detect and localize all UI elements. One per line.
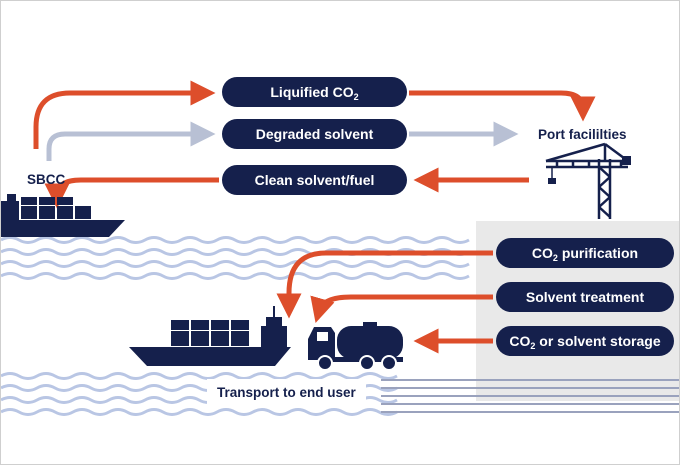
clean-solvent-pill: Clean solvent/fuel <box>222 165 407 195</box>
co2-purification-prefix: CO <box>531 245 553 261</box>
liquified-co2-arrow-out <box>409 90 596 122</box>
co2-purification-pill: CO2 purification <box>496 238 674 268</box>
liquified-co2-arrow-in <box>33 80 216 149</box>
co2-storage-prefix: CO <box>509 333 531 349</box>
crane-counterweight <box>622 156 631 165</box>
purification-to-ship-arrow <box>276 250 493 319</box>
solvent-treatment-pill: Solvent treatment <box>496 282 674 312</box>
clean-solvent-arrow-out <box>44 177 219 209</box>
sbcc-label: SBCC <box>27 172 66 187</box>
crane-hook-icon <box>548 178 556 184</box>
quay-lines <box>381 379 679 413</box>
wave-icon <box>1 408 398 416</box>
co2-storage-subscript: 2 <box>530 341 536 351</box>
co2-storage-suffix: or solvent storage <box>535 333 661 349</box>
co2-storage-pill: CO2 or solvent storage <box>496 326 674 356</box>
wave-icon <box>1 272 470 280</box>
liquified-co2-label: Liquified CO <box>270 84 354 100</box>
treatment-to-truck-arrow <box>310 294 493 324</box>
co2-purification-subscript: 2 <box>552 253 558 263</box>
solvent-treatment-label: Solvent treatment <box>525 289 645 305</box>
crane-icon <box>545 142 629 219</box>
degraded-solvent-pill: Degraded solvent <box>222 119 407 149</box>
degraded-solvent-arrow-in <box>46 121 216 161</box>
liquified-co2-pill: Liquified CO2 <box>222 77 407 107</box>
ship-icon <box>129 306 291 366</box>
wave-icon <box>1 236 470 244</box>
transport-caption: Transport to end user <box>207 379 366 406</box>
ship-icon <box>1 194 125 237</box>
co2-purification-suffix: purification <box>557 245 639 261</box>
clean-solvent-label: Clean solvent/fuel <box>254 172 375 188</box>
tanker-truck-icon <box>308 322 403 371</box>
port-facilities-label: Port facililties <box>538 127 627 142</box>
degraded-solvent-label: Degraded solvent <box>255 126 374 142</box>
wave-icon <box>1 372 398 380</box>
wave-icon <box>1 260 470 268</box>
liquified-co2-subscript: 2 <box>353 92 359 102</box>
